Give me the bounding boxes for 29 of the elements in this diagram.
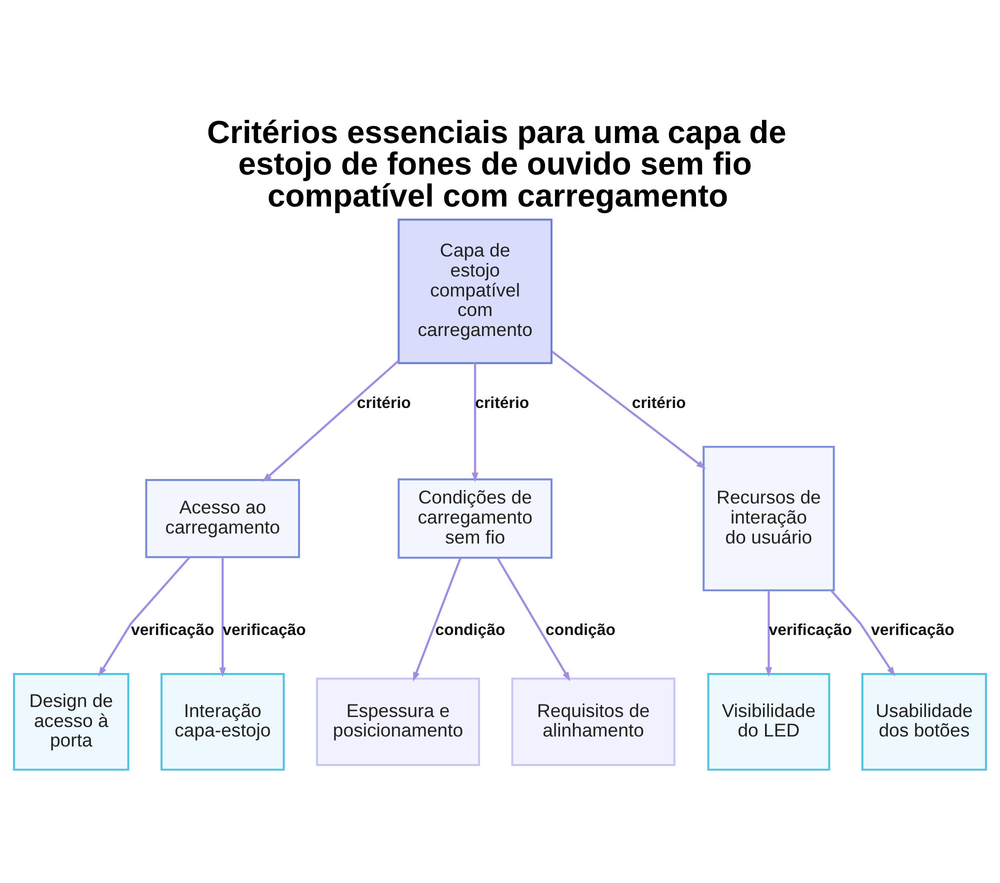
node-box: Espessura e posicionamento	[316, 678, 480, 766]
edge-label: verificação	[871, 622, 954, 639]
edge-label: condição	[546, 622, 616, 639]
arrow	[262, 360, 400, 482]
arrow	[551, 350, 706, 470]
arrow	[496, 558, 570, 682]
node-box: Recursos de interação do usuário	[702, 446, 835, 592]
node-box: Usabilidade dos botões	[861, 673, 987, 771]
arrow	[98, 556, 190, 676]
edge-label: critério	[632, 394, 686, 412]
node-box: Condições de carregamento sem fio	[398, 478, 552, 559]
edge-label: condição	[435, 622, 506, 639]
node-box: Acesso ao carregamento	[145, 479, 300, 558]
edge-label: verificação	[130, 622, 214, 639]
arrow	[412, 558, 462, 682]
arrow	[765, 590, 772, 677]
arrow	[219, 557, 226, 678]
diagram-title: Critérios essenciais para uma capa de estojo de fones de ouvido sem fio compatível com carregamento	[207, 114, 786, 214]
arrow	[830, 590, 896, 676]
edge-label: verificação	[768, 622, 852, 639]
node-box: Interação capa-estojo	[160, 673, 285, 771]
node-box: Design de acesso à porta	[13, 673, 130, 771]
arrow	[472, 363, 478, 482]
edge-label: critério	[475, 394, 530, 412]
node-box: Capa de estojo compatível com carregamento	[398, 218, 552, 364]
edge-label: critério	[356, 394, 411, 412]
node-box: Requisitos de alinhamento	[511, 678, 676, 766]
node-box: Visibilidade do LED	[707, 673, 830, 771]
edge-label: verificação	[222, 622, 306, 639]
